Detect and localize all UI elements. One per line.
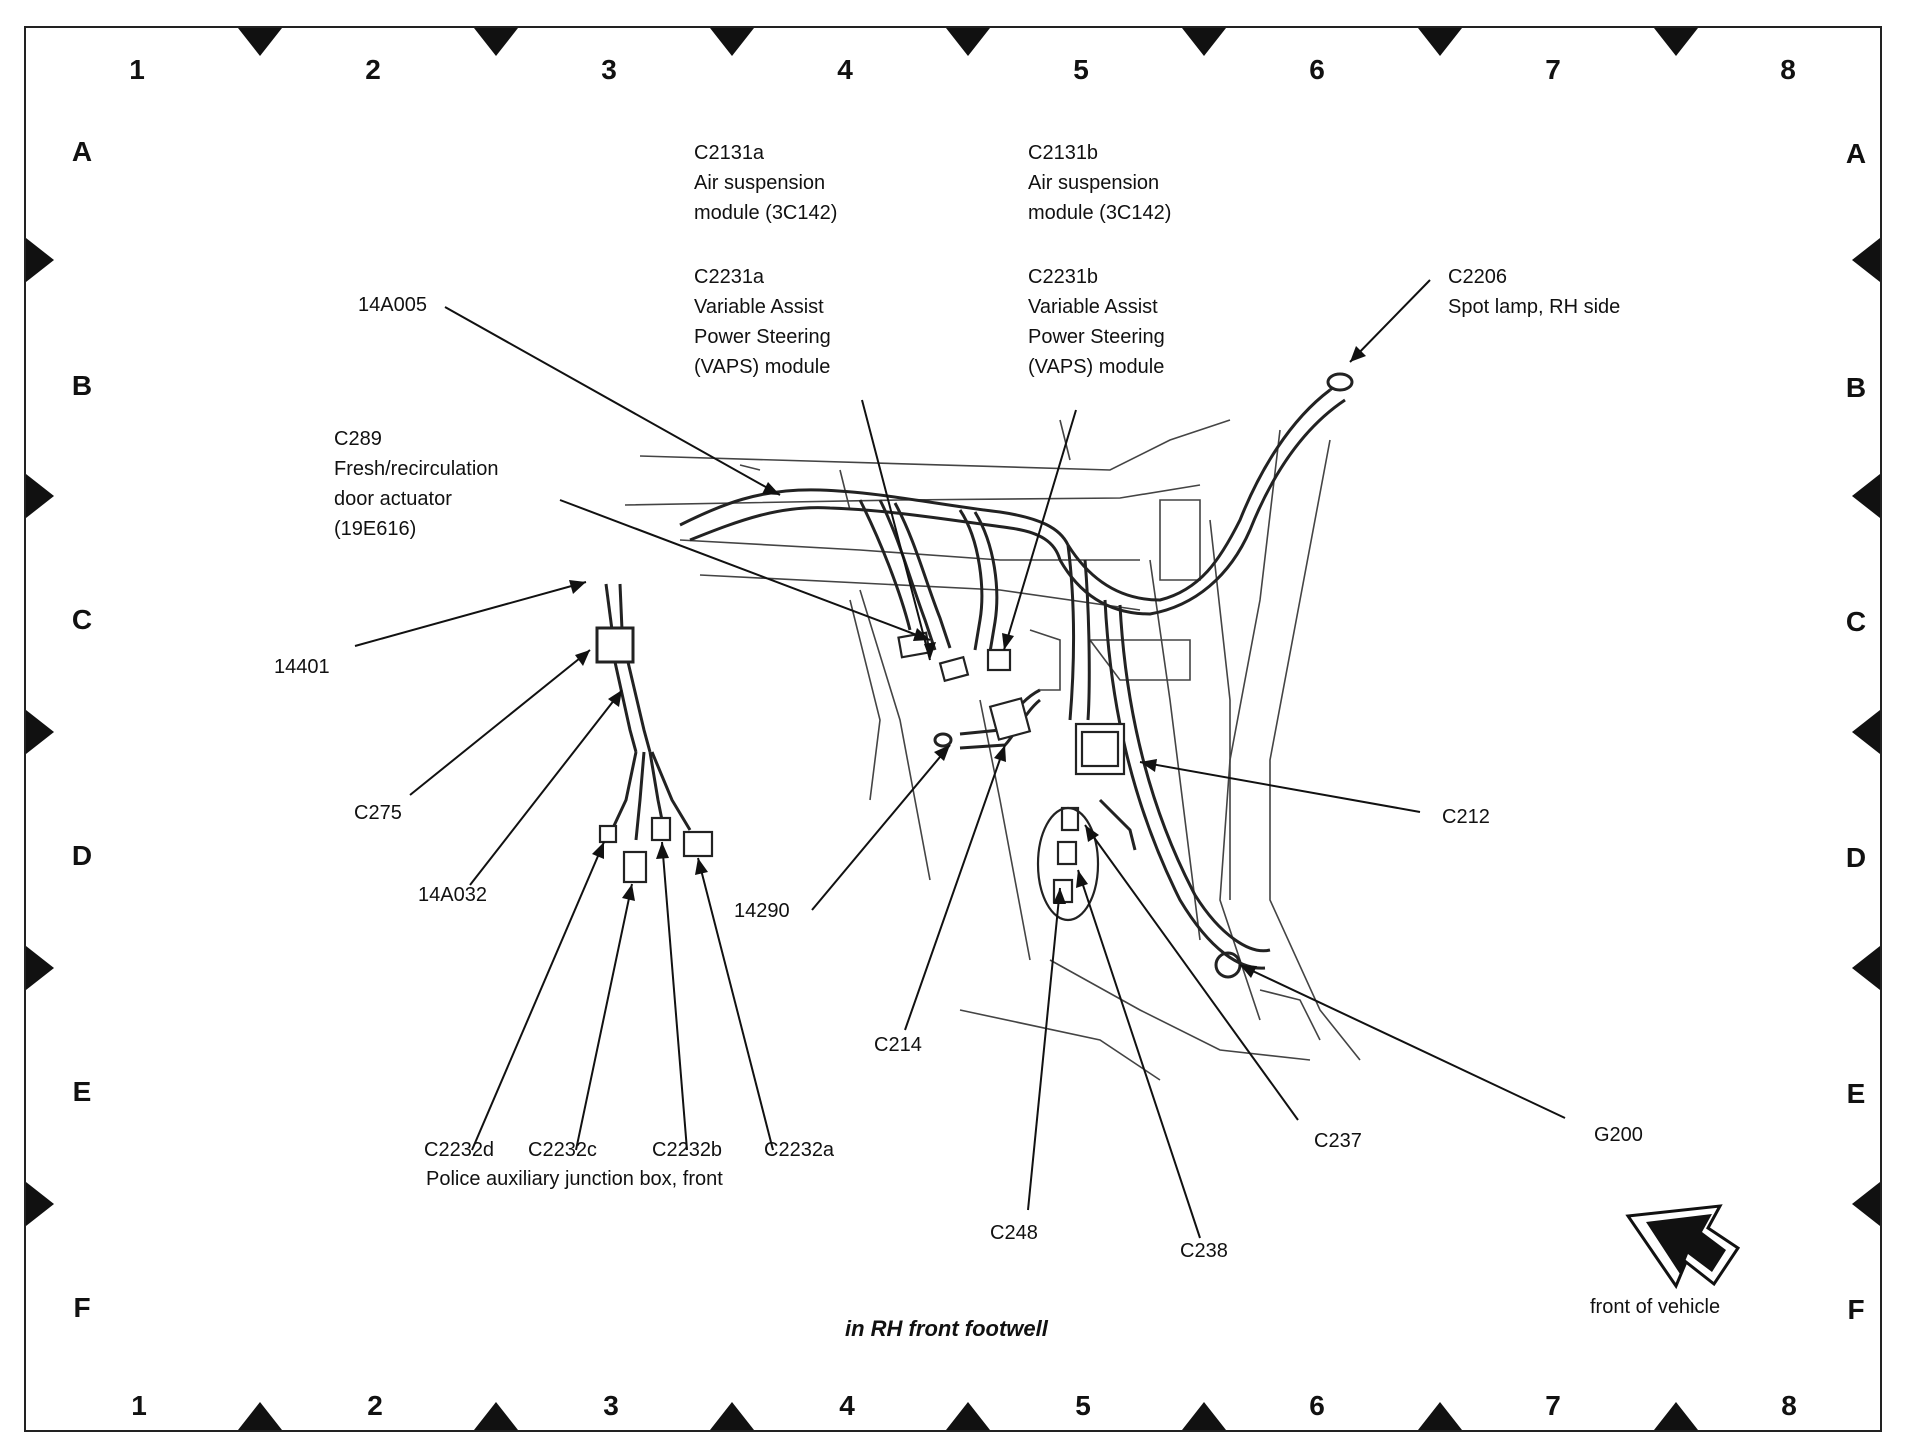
- grid-row-c-left: C: [71, 604, 93, 635]
- label-c2131a: C2131a Air suspension module (3C142): [694, 138, 837, 228]
- grid-col-6-top: 6: [1309, 54, 1325, 85]
- label-14a005: 14A005: [358, 294, 427, 316]
- label-14a032: 14A032: [418, 884, 487, 906]
- label-c2131a-line1: Air suspension: [694, 172, 826, 194]
- grid-col-7-bottom: 7: [1545, 1390, 1561, 1421]
- label-c238: C238: [1180, 1240, 1228, 1262]
- label-c2231b-line1: Variable Assist: [1028, 296, 1158, 318]
- grid-col-1-top: 1: [129, 54, 145, 85]
- grid-col-3-bottom: 3: [603, 1390, 619, 1421]
- label-c289: C289 Fresh/recirculation door actuator (…: [334, 424, 499, 544]
- label-c289-line3: (19E616): [334, 518, 417, 540]
- left-pigtail: [595, 583, 692, 841]
- grid-row-b-left: B: [71, 370, 93, 401]
- label-14290: 14290: [734, 900, 790, 922]
- grid-col-3-top: 3: [601, 54, 617, 85]
- label-c2131b-line1: Air suspension: [1028, 172, 1160, 194]
- label-c2131b-id: C2131b: [1028, 142, 1099, 164]
- label-c212: C212: [1442, 806, 1490, 828]
- label-c2231a-line1: Variable Assist: [694, 296, 824, 318]
- grid-col-4-top: 4: [837, 54, 853, 85]
- grid-col-2-top: 2: [365, 54, 381, 85]
- leader-arrowheads: [569, 346, 1366, 978]
- label-14401: 14401: [274, 656, 330, 678]
- label-c2232b: C2232b: [652, 1139, 723, 1161]
- grid-row-e-left: E: [72, 1076, 92, 1107]
- leader-lines: [354, 279, 1566, 1239]
- label-c2206: C2206 Spot lamp, RH side: [1448, 262, 1620, 322]
- grid-row-d-left: D: [71, 840, 93, 871]
- main-connectors: [897, 631, 1126, 922]
- label-junction-box: Police auxiliary junction box, front: [426, 1168, 723, 1190]
- label-c275: C275: [354, 802, 402, 824]
- label-c248: C248: [990, 1222, 1038, 1244]
- label-c289-line1: Fresh/recirculation: [334, 458, 499, 480]
- label-c2131a-id: C2131a: [694, 142, 765, 164]
- label-c289-id: C289: [334, 428, 382, 450]
- grid-col-8-bottom: 8: [1781, 1390, 1797, 1421]
- junction-connectors: [598, 816, 714, 884]
- label-c2231a-line2: Power Steering: [694, 326, 831, 348]
- grid-row-c-right: C: [1845, 606, 1867, 637]
- label-c2232c: C2232c: [528, 1139, 597, 1161]
- grid-row-f-left: F: [73, 1292, 91, 1323]
- vehicle-structure: [624, 419, 1361, 1081]
- grid-col-2-bottom: 2: [367, 1390, 383, 1421]
- main-harness: [679, 372, 1354, 979]
- grid-row-a-left: A: [71, 136, 93, 167]
- front-of-vehicle-arrow-icon: [1625, 1204, 1741, 1290]
- label-c214: C214: [874, 1034, 922, 1056]
- grid-row-f-right: F: [1847, 1294, 1865, 1325]
- label-c2232d: C2232d: [424, 1139, 495, 1161]
- diagram-caption: in RH front footwell: [845, 1316, 1048, 1341]
- label-c2131b: C2131b Air suspension module (3C142): [1028, 138, 1171, 228]
- label-c2231b-line2: Power Steering: [1028, 326, 1165, 348]
- label-front-of-vehicle: front of vehicle: [1590, 1296, 1721, 1318]
- grid-row-d-right: D: [1845, 842, 1867, 873]
- label-c2231b-id: C2231b: [1028, 266, 1099, 288]
- label-c2231b-line3: (VAPS) module: [1028, 356, 1165, 378]
- label-c2131b-line2: module (3C142): [1028, 202, 1172, 224]
- grid-col-5-bottom: 5: [1075, 1390, 1091, 1421]
- grid-row-e-right: E: [1846, 1078, 1866, 1109]
- grid-row-a-right: A: [1845, 138, 1867, 169]
- label-c2206-id: C2206: [1448, 266, 1507, 288]
- grid-col-1-bottom: 1: [131, 1390, 147, 1421]
- label-c2131a-line2: module (3C142): [694, 202, 838, 224]
- grid-col-6-bottom: 6: [1309, 1390, 1325, 1421]
- label-g200: G200: [1594, 1124, 1643, 1146]
- label-c2231a-id: C2231a: [694, 266, 765, 288]
- label-c289-line2: door actuator: [334, 488, 452, 510]
- label-c2231b: C2231b Variable Assist Power Steering (V…: [1028, 262, 1165, 382]
- label-c2231a: C2231a Variable Assist Power Steering (V…: [694, 262, 831, 382]
- label-c237: C237: [1314, 1130, 1362, 1152]
- grid-col-7-top: 7: [1545, 54, 1561, 85]
- grid-col-4-bottom: 4: [839, 1390, 855, 1421]
- grid-row-b-right: B: [1845, 372, 1867, 403]
- label-c2206-line1: Spot lamp, RH side: [1448, 296, 1621, 318]
- grid-col-8-top: 8: [1780, 54, 1796, 85]
- label-c2231a-line3: (VAPS) module: [694, 356, 831, 378]
- diagram-frame: [24, 26, 1882, 1432]
- label-c2232a: C2232a: [764, 1139, 835, 1161]
- grid-col-5-top: 5: [1073, 54, 1089, 85]
- border-notches: [26, 28, 1880, 1430]
